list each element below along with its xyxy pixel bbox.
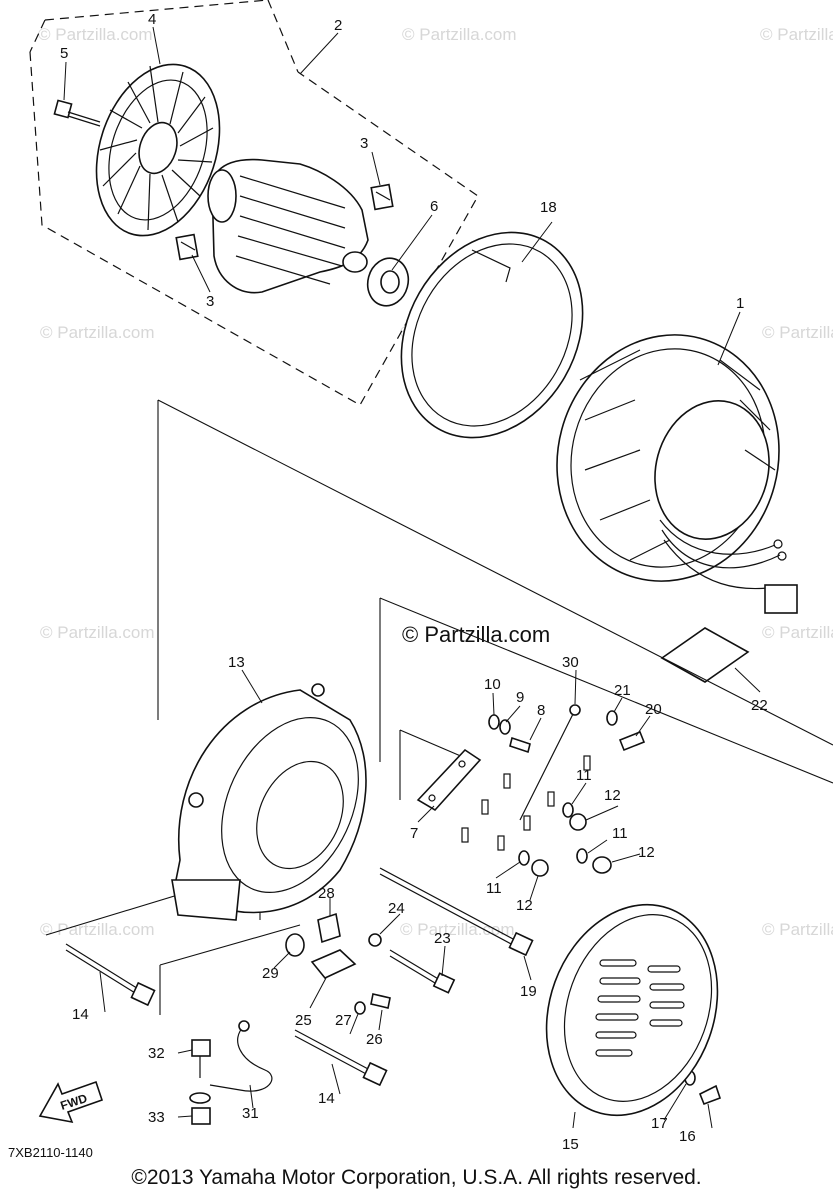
callout-20: 20 (645, 701, 662, 718)
diagram-code: 7XB2110-1140 (8, 1145, 93, 1160)
stator-connector (764, 584, 798, 614)
callout-29: 29 (262, 965, 279, 982)
rotor (207, 158, 369, 294)
cover-vents (595, 959, 685, 1057)
rotor-assembly-box (29, 0, 479, 406)
mount-bracket (285, 912, 357, 979)
callout-28: 28 (318, 885, 335, 902)
watermark-text: © Partzilla.com (762, 323, 833, 342)
callout-leaders (63, 26, 761, 1129)
stator-wire-harness (659, 519, 787, 590)
watermark-text: © Partzilla.com (762, 920, 833, 939)
callout-21: 21 (614, 682, 631, 699)
stator-band (400, 231, 584, 439)
callout-14: 14 (318, 1090, 335, 1107)
rotor-assembly-box-edge (29, 19, 46, 53)
bearing (366, 257, 410, 307)
callout-3: 3 (206, 293, 214, 310)
callout-12: 12 (516, 897, 533, 914)
callout-15: 15 (562, 1136, 579, 1153)
callout-10: 10 (484, 676, 501, 693)
watermarks: © Partzilla.com © Partzilla.com © Partzi… (38, 25, 833, 939)
fan-bolt (53, 99, 101, 127)
assembly-frame (157, 399, 833, 784)
end-housing (171, 683, 367, 921)
callout-numbers: 1 2 3 3 4 5 6 7 8 9 10 11 11 11 12 12 12… (60, 11, 768, 1153)
watermark-text: © Partzilla.com (38, 25, 153, 44)
stator (556, 334, 798, 614)
diode-terminals (461, 755, 591, 851)
callout-16: 16 (679, 1128, 696, 1145)
callout-18: 18 (540, 199, 557, 216)
callout-25: 25 (295, 1012, 312, 1029)
callout-5: 5 (60, 45, 68, 62)
callout-1: 1 (736, 295, 744, 312)
watermark-text: © Partzilla.com (40, 623, 155, 642)
ground-lead-terminal (569, 704, 581, 716)
screws (370, 730, 722, 1106)
copyright-notice: ©2013 Yamaha Motor Corporation, U.S.A. A… (131, 1166, 702, 1189)
insulation-sheet (660, 627, 750, 683)
callout-33: 33 (148, 1109, 165, 1126)
callout-11: 11 (576, 767, 592, 784)
rectifier (416, 748, 482, 812)
callout-12: 12 (604, 787, 621, 804)
watermark-text: © Partzilla.com (40, 920, 155, 939)
callout-2: 2 (334, 17, 342, 34)
ground-wire-assembly (189, 1020, 273, 1125)
callout-23: 23 (434, 930, 451, 947)
callout-22: 22 (751, 697, 768, 714)
callout-9: 9 (516, 689, 524, 706)
watermark-text: © Partzilla.com (402, 25, 517, 44)
callout-8: 8 (537, 702, 545, 719)
rotor-assembly-box-edge (267, 0, 299, 73)
callout-30: 30 (562, 654, 579, 671)
rotor-clip (175, 183, 394, 261)
callout-27: 27 (335, 1012, 352, 1029)
callout-3: 3 (360, 135, 368, 152)
callout-32: 32 (148, 1045, 165, 1062)
callout-26: 26 (366, 1031, 383, 1048)
through-bolts (65, 867, 534, 1087)
forward-direction-arrow: FWD (38, 1080, 104, 1124)
callout-7: 7 (410, 825, 418, 842)
callout-11: 11 (612, 825, 628, 842)
watermark-text: © Partzilla.com (760, 25, 833, 44)
rear-cover (545, 903, 719, 1117)
callout-11: 11 (486, 880, 502, 897)
ground-lead (519, 711, 575, 821)
washers-and-nuts (354, 710, 696, 1086)
callout-14: 14 (72, 1006, 89, 1023)
callout-17: 17 (651, 1115, 668, 1132)
center-watermark: © Partzilla.com (402, 622, 550, 647)
watermark-text: © Partzilla.com (40, 323, 155, 342)
cooling-fan (95, 63, 221, 237)
callout-19: 19 (520, 983, 537, 1000)
callout-6: 6 (430, 198, 438, 215)
callout-4: 4 (148, 11, 156, 28)
callout-13: 13 (228, 654, 245, 671)
callout-12: 12 (638, 844, 655, 861)
watermark-text: © Partzilla.com (762, 623, 833, 642)
callout-31: 31 (242, 1105, 259, 1122)
callout-24: 24 (388, 900, 405, 917)
